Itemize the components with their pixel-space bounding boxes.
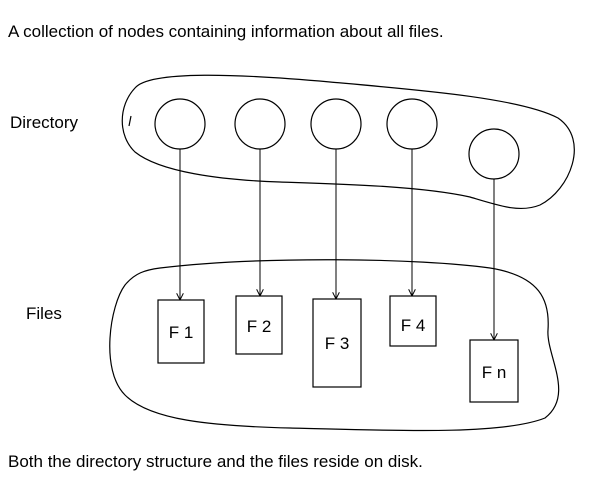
bottom-caption: Both the directory structure and the fil… (8, 452, 423, 471)
files-outline (109, 259, 560, 432)
file-box: F 3 (312, 298, 362, 388)
file-label: F 4 (401, 316, 426, 335)
directory-node (154, 98, 206, 150)
top-caption: A collection of nodes containing informa… (8, 22, 444, 41)
file-label: F 2 (247, 317, 272, 336)
file-label: F 1 (169, 323, 194, 342)
directory-node (310, 98, 362, 150)
file-box: F 4 (389, 295, 437, 347)
directory-node (234, 98, 286, 150)
file-box: F 2 (235, 295, 283, 355)
file-label: F 3 (325, 334, 350, 353)
directory-node (468, 128, 520, 180)
directory-outline-tail (128, 115, 132, 127)
file-label: F n (482, 363, 507, 382)
directory-label: Directory (10, 113, 79, 132)
file-box: F 1 (157, 299, 205, 364)
files-label: Files (26, 304, 62, 323)
file-box: F n (469, 339, 519, 403)
directory-node (386, 98, 438, 150)
directory-outline (121, 74, 575, 210)
